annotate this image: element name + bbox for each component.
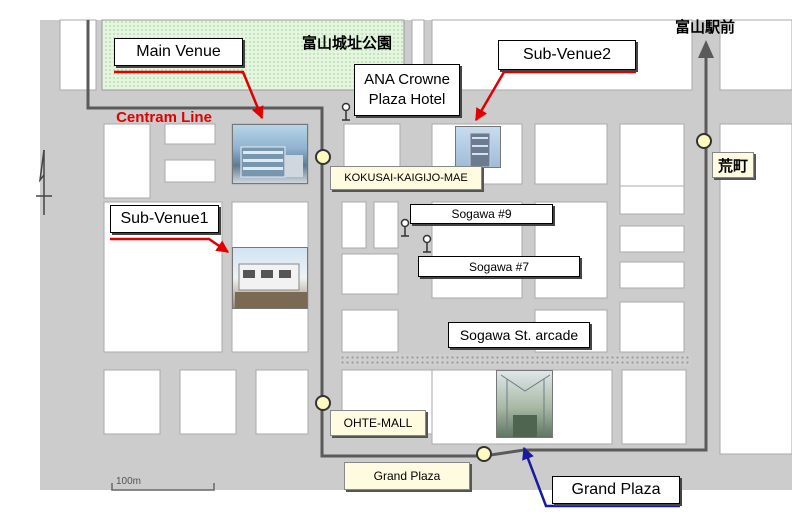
- sogawa-arcade-label: Sogawa St. arcade: [448, 322, 590, 348]
- grand-plaza-venue-label: Grand Plaza: [552, 476, 680, 504]
- scale-label: 100m: [116, 475, 142, 487]
- bus-stop-sogawa7-label: Sogawa #7: [418, 256, 580, 277]
- main-venue-label: Main Venue: [114, 38, 243, 66]
- centram-line-label: Centram Line: [116, 108, 212, 126]
- sub-venue1-label: Sub-Venue1: [110, 205, 219, 233]
- north-arrow-icon: [36, 149, 52, 215]
- city-blocks: [59, 19, 792, 455]
- hotel-name-line2: Plaza Hotel: [368, 91, 446, 108]
- bus-stop-pins: [341, 102, 432, 253]
- sub-venue1-photo: [232, 247, 308, 309]
- hotel-label: ANA Crowne Plaza Hotel: [354, 64, 460, 116]
- tram-stations: [315, 133, 712, 462]
- station-grand-plaza-label: Grand Plaza: [344, 462, 470, 490]
- main-venue-photo: [232, 124, 308, 184]
- callout-lines: [110, 70, 680, 508]
- tram-line: [86, 20, 708, 458]
- grand-plaza-photo: [496, 370, 553, 438]
- sub-venue2-label: Sub-Venue2: [498, 40, 636, 70]
- scale-bar: [111, 483, 215, 491]
- station-ohte-mall-label: OHTE-MALL: [330, 410, 426, 436]
- northbound-arrow-icon: [698, 40, 714, 58]
- sub-venue2-photo: [455, 126, 501, 168]
- sogawa-arcade: [340, 354, 690, 366]
- station-aramachi-label: 荒町: [712, 152, 754, 178]
- bus-stop-sogawa9-label: Sogawa #9: [410, 204, 553, 224]
- toyama-ekimae-label: 富山駅前: [674, 18, 735, 36]
- hotel-name-line1: ANA Crowne: [364, 71, 450, 88]
- station-kokusai-label: KOKUSAI-KAIGIJO-MAE: [330, 166, 482, 190]
- park-name-label: 富山城址公園: [301, 34, 392, 52]
